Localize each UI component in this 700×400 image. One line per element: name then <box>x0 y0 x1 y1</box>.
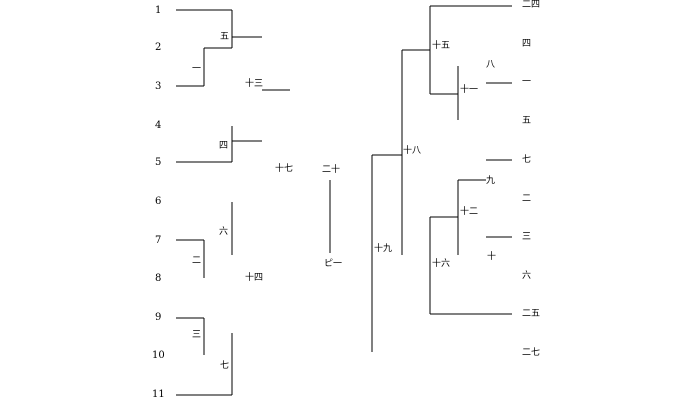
leaf-number-6: 6 <box>155 196 162 207</box>
node-label-e: 十七 <box>275 164 294 174</box>
right-leaf-3: 一 <box>522 77 532 87</box>
leaf-number-8: 8 <box>155 273 162 284</box>
right-leaf-5: 七 <box>522 155 532 165</box>
right-leaf-8: 六 <box>522 271 532 281</box>
right-node-label-i: 十九 <box>374 244 393 254</box>
leaf-number-3: 3 <box>155 81 162 92</box>
right-node-label-c: 八 <box>486 60 496 70</box>
node-label-b: 一 <box>192 64 202 74</box>
right-node-label-h: 十 <box>487 252 497 262</box>
center-label-bottom: ピ一 <box>324 259 343 269</box>
right-leaf-7: 三 <box>522 232 532 242</box>
right-leaf-2: 四 <box>522 39 532 49</box>
node-label-d: 四 <box>219 141 229 151</box>
leaf-number-10: 10 <box>152 350 165 361</box>
node-label-i: 三 <box>192 330 202 340</box>
right-node-label-d: 十八 <box>403 146 422 156</box>
leaf-number-7: 7 <box>155 235 162 246</box>
leaf-number-11: 11 <box>152 389 165 400</box>
leaf-number-2: 2 <box>155 42 162 53</box>
leaf-number-9: 9 <box>155 312 162 323</box>
leaf-number-1: 1 <box>155 5 162 16</box>
right-leaf-4: 五 <box>522 116 532 126</box>
center-label-top: 二十 <box>322 165 341 175</box>
right-leaf-10: 二七 <box>522 348 541 358</box>
node-label-c: 十三 <box>245 79 264 89</box>
right-leaf-6: 二 <box>522 194 532 204</box>
node-label-a: 五 <box>220 32 230 42</box>
right-node-label-g: 十六 <box>432 259 451 269</box>
right-leaf-9: 二五 <box>522 309 541 319</box>
leaf-number-4: 4 <box>155 120 162 131</box>
node-label-f: 六 <box>219 227 229 237</box>
right-node-label-e: 九 <box>486 176 496 186</box>
leaf-number-5: 5 <box>155 157 162 168</box>
node-label-g: 二 <box>192 256 202 266</box>
right-node-label-a: 十五 <box>432 41 451 51</box>
node-label-h: 十四 <box>245 273 264 283</box>
right-node-label-b: 十一 <box>460 85 479 95</box>
right-node-label-f: 十二 <box>460 207 479 217</box>
node-label-j: 七 <box>220 361 230 371</box>
right-leaf-1: 二四 <box>522 0 541 10</box>
